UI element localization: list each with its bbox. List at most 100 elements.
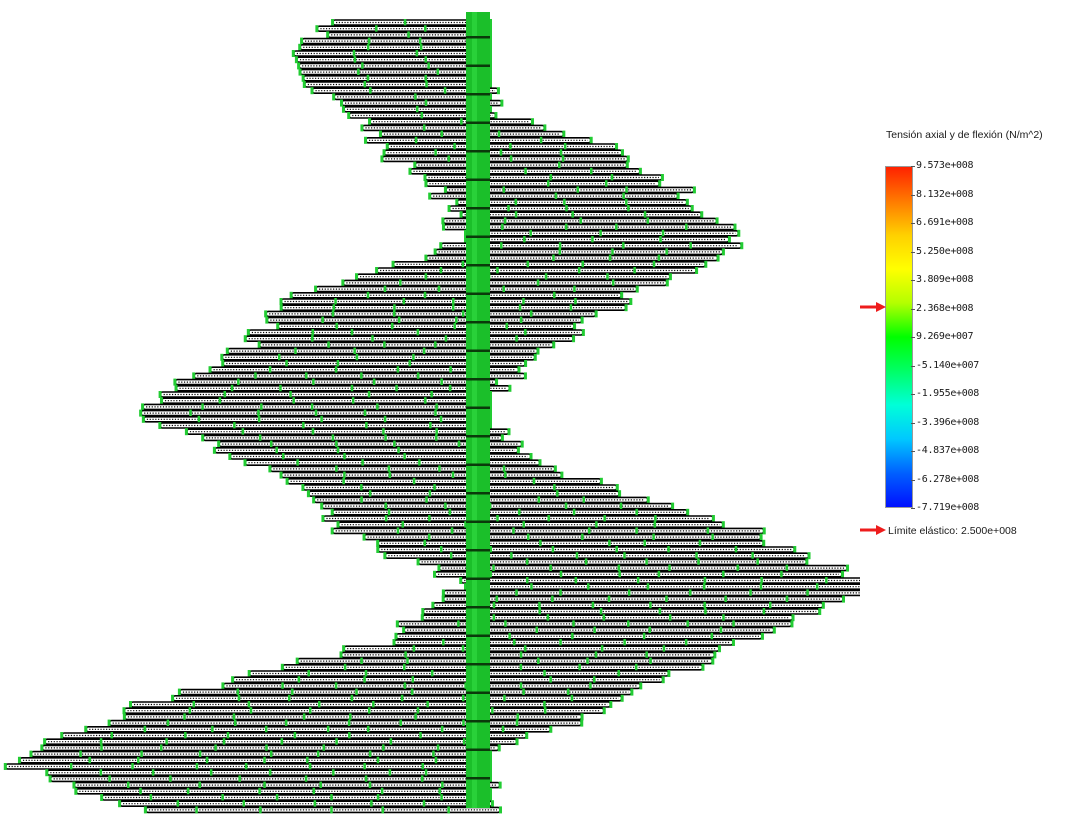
mast-joint [466,720,490,723]
beam-node [352,50,356,57]
beam-node [594,651,598,659]
beam-end-node [413,161,417,169]
beam-node [330,794,333,801]
legend-tick-label: -5.140e+007 [916,359,979,371]
beam-node [503,694,506,702]
beam-member [265,310,597,318]
beam-node [622,192,625,200]
beam-node [399,719,402,727]
beam-end-node [439,242,443,250]
legend-tick-label: -4.837e+008 [916,445,979,456]
beam-end-node [402,626,406,634]
legend-tick-mark [911,223,915,224]
beam-end-node [713,651,717,659]
beam-node [312,378,315,386]
beam-node [383,341,386,349]
beam-end-node [529,453,533,460]
beam-node [439,415,443,423]
beam-node [403,682,407,690]
beam-node [311,335,314,343]
beam-node [440,378,443,386]
beam-node [368,490,372,498]
beam-node [543,707,547,715]
beam-end-node [375,267,379,274]
beam-node [462,738,466,746]
beam-end-node [525,732,529,739]
beam-node [575,552,579,560]
mast-joint [466,36,490,39]
mast-joint [466,435,490,438]
beam-node [159,744,163,752]
beam-end-node [331,19,335,26]
beam-end-node [624,304,628,312]
beam-node [595,521,598,529]
beam-node [703,577,707,584]
beam-node [372,378,376,386]
beam-end-node [72,781,76,789]
beam-node [438,787,441,795]
beam-node [166,719,170,727]
beam-end-node [298,68,302,76]
beam-node [197,415,201,423]
beam-node [649,601,652,609]
beam-end-node [500,434,504,442]
beam-node [176,800,180,808]
beam-end-node [139,409,143,417]
beam-end-node [520,440,524,448]
beam-end-node [737,229,741,237]
beam-node [403,663,406,671]
beam-node [460,118,463,126]
beam-end-node [122,713,126,721]
beam-node [282,453,285,460]
beam-node [461,645,465,653]
beam-node [762,608,766,615]
beam-end-node [523,372,527,380]
beam-node [645,651,648,659]
beam-node [649,657,652,665]
beam-node [372,701,375,708]
beam-end-node [464,229,467,237]
legend-tick-label: 5.250e+008 [916,245,974,257]
mast-joint [466,321,490,324]
beam-model[interactable] [0,0,860,817]
beam-node [565,205,568,212]
beam-node [209,769,213,777]
beam-node [659,236,662,243]
beam-node [269,440,273,448]
beam-end-node [690,205,694,212]
beam-end-node [443,186,447,194]
beam-node [570,694,574,702]
beam-node [275,446,278,454]
beam-node [491,707,494,715]
beam-node [749,589,752,597]
beam-node [412,645,416,653]
beam-node [370,800,373,808]
beam-node [549,564,552,572]
beam-end-node [489,50,492,57]
beam-node [704,608,707,615]
beam-end-node [342,645,346,653]
beam-node [393,304,396,312]
beam-end-node [48,775,52,783]
beam-end-node [515,738,519,746]
beam-node [438,465,441,473]
beam-node [423,291,427,299]
mast-joint [466,150,490,153]
beam-node [806,589,809,597]
beam-node [599,229,602,237]
beam-node [532,477,536,485]
beam-node [572,508,576,516]
beam-end-node [423,174,427,181]
beam-node [688,589,692,597]
mast-joint [466,235,490,238]
beam-node [684,223,688,231]
beam-node [519,316,523,324]
beam-node [539,136,543,144]
beam-node [512,527,515,535]
model-viewport[interactable] [0,0,860,817]
beam-end-node [279,298,283,305]
beam-end-node [625,161,629,169]
beam-node [608,539,611,547]
beam-node [604,180,608,188]
beam-node [349,713,352,721]
